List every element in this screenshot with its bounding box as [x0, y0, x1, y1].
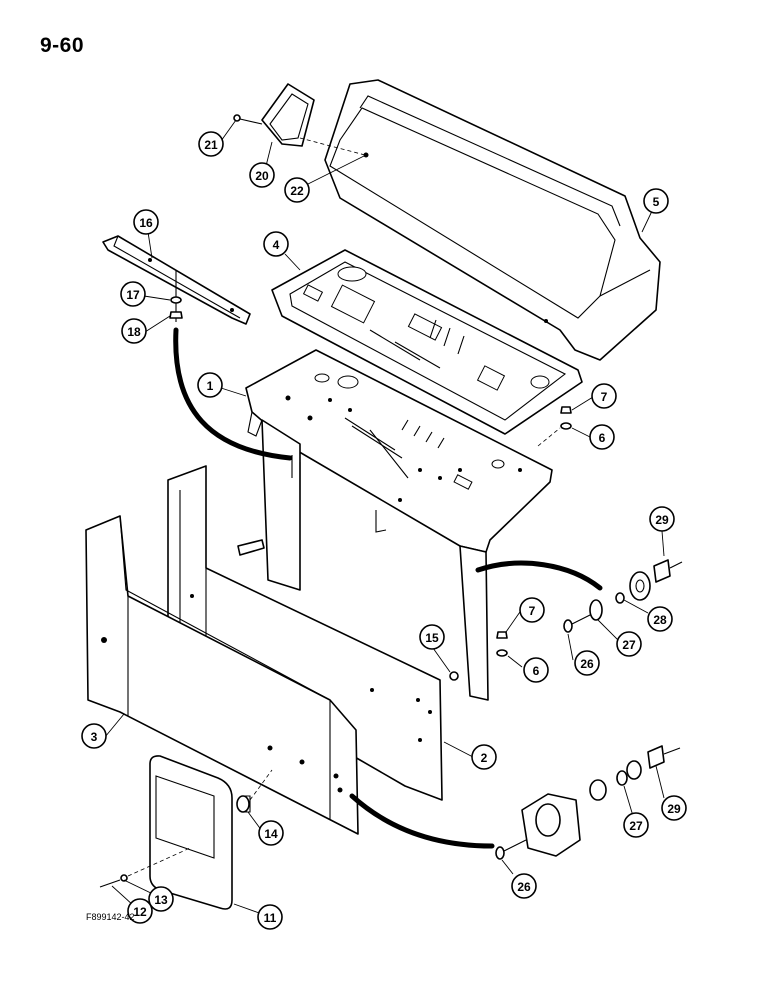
- callout-13: 13: [148, 886, 174, 912]
- part-washer-27-upper: [589, 599, 603, 621]
- part-cam-block: [521, 793, 581, 857]
- callout-21: 21: [198, 131, 224, 157]
- svg-text:5: 5: [653, 195, 660, 209]
- callout-3: 3: [81, 723, 107, 749]
- callout-22: 22: [284, 177, 310, 203]
- callout-4: 4: [263, 231, 289, 257]
- svg-text:2: 2: [481, 751, 488, 765]
- callout-12: 12: [127, 898, 153, 924]
- svg-text:17: 17: [126, 288, 140, 302]
- svg-text:11: 11: [264, 911, 277, 925]
- part-washer-17: [170, 296, 182, 304]
- callout-11: 11: [257, 904, 283, 930]
- svg-text:26: 26: [517, 880, 531, 894]
- svg-text:12: 12: [133, 905, 147, 919]
- callout-17: 17: [120, 281, 146, 307]
- part-nut-7-lower: [496, 631, 508, 639]
- callout-5: 5: [643, 188, 669, 214]
- svg-text:14: 14: [264, 827, 278, 841]
- callout-16: 16: [133, 209, 159, 235]
- callout-14: 14: [258, 820, 284, 846]
- callout-2: 2: [471, 744, 497, 770]
- part-nut-18: [169, 311, 183, 319]
- svg-text:6: 6: [533, 664, 540, 678]
- part-washer-6-upper: [560, 422, 572, 430]
- flow-curve-rail-to-frame: [173, 327, 293, 461]
- part-knob-disc-upper: [629, 571, 651, 601]
- svg-text:21: 21: [204, 138, 218, 152]
- part-pad: [149, 755, 233, 910]
- part-knob-disc-lower: [626, 760, 642, 780]
- callout-15: 15: [419, 624, 445, 650]
- part-washer-13: [120, 874, 128, 882]
- part-gasket-plate: [271, 249, 583, 435]
- svg-text:18: 18: [127, 325, 141, 339]
- callout-26-lower: 26: [511, 873, 537, 899]
- svg-text:7: 7: [529, 604, 536, 618]
- part-washer-6-lower: [496, 649, 508, 657]
- svg-text:29: 29: [655, 513, 669, 527]
- callout-1: 1: [197, 372, 223, 398]
- part-outer-side-panel: [85, 515, 359, 835]
- dashed-line-frame-to-fastener: [537, 427, 561, 447]
- dashed-line-spacer: [249, 769, 273, 801]
- part-clip-29-upper: [653, 559, 683, 583]
- callout-6-lower: 6: [523, 657, 549, 683]
- svg-text:1: 1: [207, 379, 214, 393]
- part-nut-7-upper: [560, 406, 572, 414]
- callout-27-lower: 27: [623, 812, 649, 838]
- part-screw-21: [233, 114, 263, 125]
- flow-curve-panel-to-knob: [349, 793, 495, 849]
- callout-28: 28: [647, 606, 673, 632]
- svg-text:6: 6: [599, 431, 606, 445]
- svg-text:3: 3: [91, 730, 98, 744]
- callout-26-upper: 26: [574, 650, 600, 676]
- callout-7-upper: 7: [591, 383, 617, 409]
- svg-text:22: 22: [290, 184, 304, 198]
- flow-curve-frame-to-knob: [475, 560, 603, 591]
- figure-code: F899142-42: [86, 912, 135, 922]
- part-screw-12: [99, 879, 121, 888]
- svg-text:27: 27: [622, 638, 636, 652]
- svg-text:28: 28: [653, 613, 667, 627]
- svg-text:16: 16: [139, 216, 153, 230]
- callout-29-lower: 29: [661, 795, 687, 821]
- callout-20: 20: [249, 162, 275, 188]
- part-bolt-26-lower: [495, 839, 527, 860]
- callout-7-lower: 7: [519, 597, 545, 623]
- part-clip-29-lower: [647, 745, 681, 769]
- svg-text:7: 7: [601, 390, 608, 404]
- part-nut-15: [449, 671, 459, 681]
- part-console-frame: [237, 349, 553, 701]
- svg-text:15: 15: [425, 631, 439, 645]
- callout-29-upper: 29: [649, 506, 675, 532]
- part-small-box: [261, 83, 315, 147]
- part-washer-27-lower: [616, 770, 628, 786]
- callout-27-upper: 27: [616, 631, 642, 657]
- svg-text:26: 26: [580, 657, 594, 671]
- part-nut-28: [615, 592, 625, 604]
- part-spacer-14: [236, 795, 251, 813]
- part-washer-lower-a: [589, 779, 607, 801]
- svg-text:27: 27: [629, 819, 643, 833]
- page-number: 9-60: [40, 34, 85, 57]
- part-cover-shroud: [324, 79, 661, 361]
- svg-text:29: 29: [667, 802, 681, 816]
- svg-text:20: 20: [255, 169, 269, 183]
- svg-text:13: 13: [154, 893, 168, 907]
- svg-text:4: 4: [273, 238, 280, 252]
- callout-6-upper: 6: [589, 424, 615, 450]
- callout-18: 18: [121, 318, 147, 344]
- dashed-line-screw-to-pad: [127, 847, 191, 877]
